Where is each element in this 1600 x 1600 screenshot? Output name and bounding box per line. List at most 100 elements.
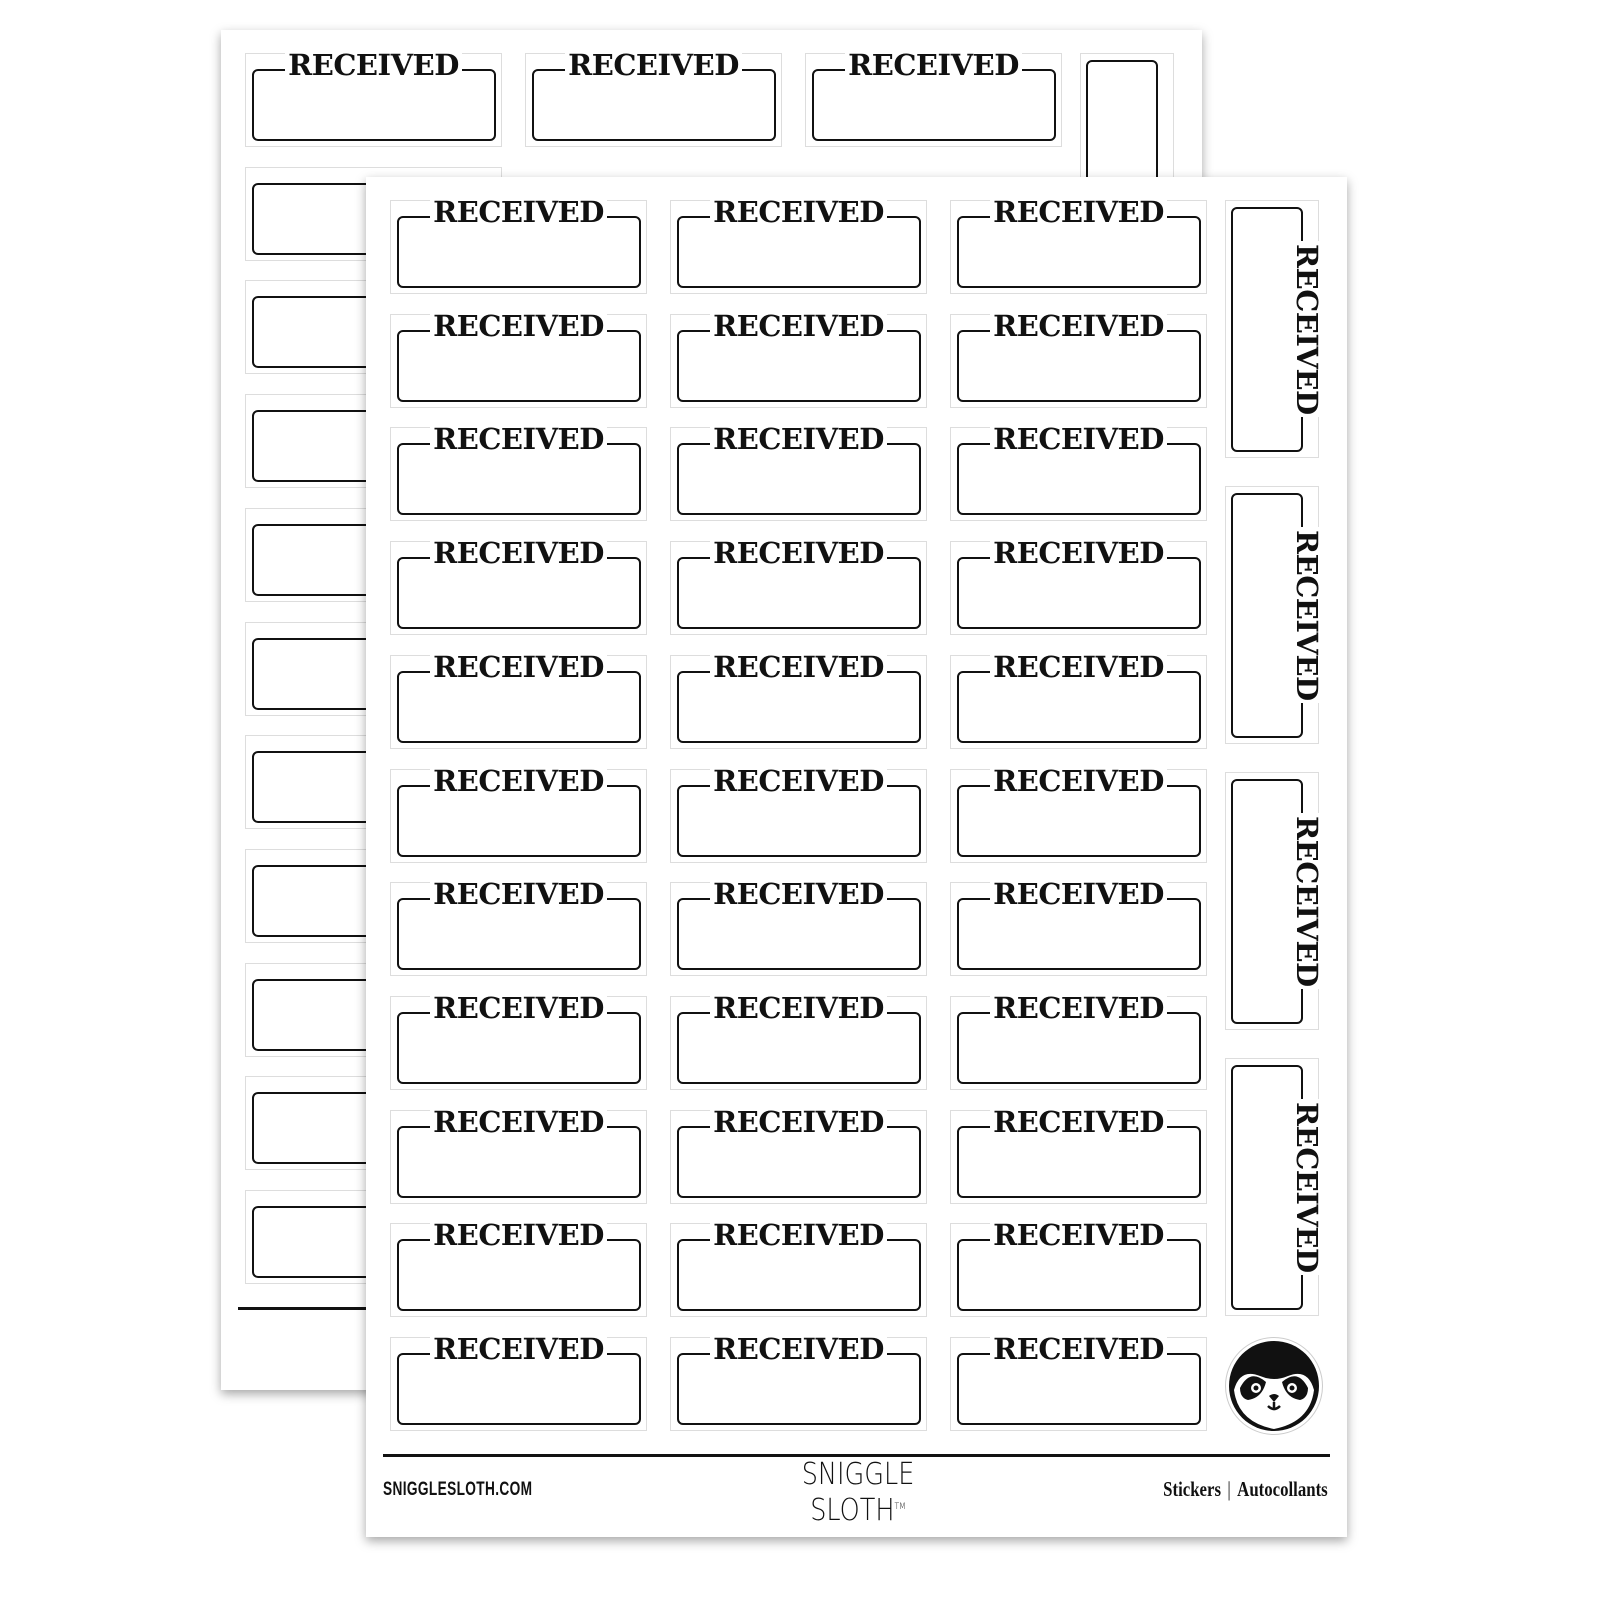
sticker-label: RECEIVED [1290, 201, 1324, 457]
brand-line2-wrap: SLOTHTM [790, 1491, 926, 1527]
sticker-label-text: RECEIVED [430, 877, 607, 912]
sticker-label-text: RECEIVED [430, 1218, 607, 1253]
sticker-label-text: RECEIVED [710, 763, 887, 798]
footer-separator: | [1227, 1477, 1232, 1501]
sticker-label: RECEIVED [951, 1332, 1206, 1366]
sloth-face-icon [1225, 1337, 1323, 1435]
received-sticker-vertical: RECEIVED [1225, 200, 1324, 458]
sticker-label: RECEIVED [391, 422, 646, 457]
sticker-label: RECEIVED [391, 990, 646, 1025]
received-sticker: RECEIVED [670, 990, 927, 1090]
sticker-label-text: RECEIVED [710, 649, 887, 684]
received-sticker: RECEIVED [670, 1218, 927, 1318]
received-sticker: RECEIVED [950, 1218, 1207, 1318]
footer-languages: Stickers|Autocollants [1163, 1477, 1328, 1502]
sticker-label: RECEIVED [671, 877, 926, 912]
footer-url: SNIGGLESLOTH.COM [383, 1479, 533, 1500]
sticker-label-text: RECEIVED [1290, 1098, 1324, 1276]
received-sticker: RECEIVED [390, 308, 647, 408]
sticker-label-text: RECEIVED [710, 990, 887, 1025]
received-sticker: RECEIVED [950, 1104, 1207, 1204]
sticker-label: RECEIVED [671, 1218, 926, 1253]
received-sticker: RECEIVED [950, 990, 1207, 1090]
sticker-label-text: RECEIVED [990, 422, 1167, 457]
received-sticker: RECEIVED [950, 536, 1207, 636]
sticker-label: RECEIVED [671, 308, 926, 343]
sticker-label: RECEIVED [391, 763, 646, 798]
sticker-label: RECEIVED [671, 422, 926, 457]
sticker-label: RECEIVED [951, 536, 1206, 571]
footer-divider [383, 1454, 1330, 1457]
sticker-label: RECEIVED [951, 763, 1206, 798]
sticker-label-text: RECEIVED [990, 649, 1167, 684]
received-sticker: RECEIVED [390, 763, 647, 863]
sticker-label: RECEIVED [951, 308, 1206, 343]
sticker-label-text: RECEIVED [710, 422, 887, 457]
received-sticker: RECEIVED [390, 990, 647, 1090]
sticker-label-text: RECEIVED [430, 990, 607, 1025]
received-sticker: RECEIVED [670, 763, 927, 863]
sticker-label-text: RECEIVED [990, 1218, 1167, 1253]
sticker-label: RECEIVED [1290, 1059, 1324, 1315]
sticker-label: RECEIVED [951, 422, 1206, 457]
sticker-label-text: RECEIVED [990, 877, 1167, 912]
sticker-label: RECEIVED [806, 48, 1061, 82]
received-sticker: RECEIVED [245, 48, 502, 147]
received-sticker: RECEIVED [390, 422, 647, 522]
received-sticker: RECEIVED [670, 1104, 927, 1204]
sticker-label-text: RECEIVED [710, 536, 887, 571]
sticker-label: RECEIVED [246, 48, 501, 82]
sticker-label: RECEIVED [671, 649, 926, 684]
sticker-label: RECEIVED [951, 1218, 1206, 1253]
received-sticker: RECEIVED [670, 308, 927, 408]
sticker-label-text: RECEIVED [710, 1104, 887, 1139]
received-sticker: RECEIVED [525, 48, 782, 147]
sticker-label-text: RECEIVED [1290, 812, 1324, 990]
sticker-label: RECEIVED [1290, 487, 1324, 743]
sticker-label: RECEIVED [1290, 773, 1324, 1029]
received-sticker: RECEIVED [670, 195, 927, 294]
sticker-label-text: RECEIVED [990, 308, 1167, 343]
sticker-label-text: RECEIVED [430, 195, 607, 229]
received-sticker: RECEIVED [950, 1332, 1207, 1431]
sticker-label: RECEIVED [671, 990, 926, 1025]
sticker-label-text: RECEIVED [990, 1104, 1167, 1139]
sticker-label-text: RECEIVED [430, 308, 607, 343]
sticker-label-text: RECEIVED [1290, 526, 1324, 704]
sticker-label-text: RECEIVED [430, 1332, 607, 1366]
received-sticker-vertical: RECEIVED [1225, 1058, 1324, 1316]
sticker-label: RECEIVED [951, 649, 1206, 684]
sticker-label: RECEIVED [391, 195, 646, 229]
sticker-label-text: RECEIVED [710, 308, 887, 343]
received-sticker: RECEIVED [390, 649, 647, 749]
sticker-label-text: RECEIVED [430, 422, 607, 457]
received-sticker: RECEIVED [390, 1332, 647, 1431]
sticker-label-text: RECEIVED [710, 1218, 887, 1253]
sticker-label: RECEIVED [951, 990, 1206, 1025]
trademark: TM [894, 1502, 906, 1512]
sticker-label: RECEIVED [671, 536, 926, 571]
sticker-label: RECEIVED [671, 195, 926, 229]
received-sticker: RECEIVED [950, 763, 1207, 863]
footer-stickers: Stickers [1163, 1477, 1222, 1501]
received-sticker: RECEIVED [390, 1218, 647, 1318]
received-sticker: RECEIVED [390, 195, 647, 294]
sticker-label-text: RECEIVED [1290, 240, 1324, 418]
sticker-label-text: RECEIVED [990, 990, 1167, 1025]
sticker-label-text: RECEIVED [430, 536, 607, 571]
brand-line2: SLOTH [810, 1493, 895, 1528]
sticker-label: RECEIVED [951, 195, 1206, 229]
sticker-label: RECEIVED [526, 48, 781, 82]
sticker-label: RECEIVED [391, 308, 646, 343]
brand-line1: SNIGGLE [801, 1457, 915, 1492]
sticker-label-text: RECEIVED [990, 763, 1167, 798]
sticker-label-text: RECEIVED [710, 877, 887, 912]
received-sticker: RECEIVED [670, 422, 927, 522]
sticker-label: RECEIVED [391, 1104, 646, 1139]
sticker-label: RECEIVED [951, 877, 1206, 912]
sticker-label: RECEIVED [391, 877, 646, 912]
received-sticker: RECEIVED [390, 877, 647, 977]
sticker-label-text: RECEIVED [285, 48, 462, 82]
sticker-label-text: RECEIVED [710, 195, 887, 229]
